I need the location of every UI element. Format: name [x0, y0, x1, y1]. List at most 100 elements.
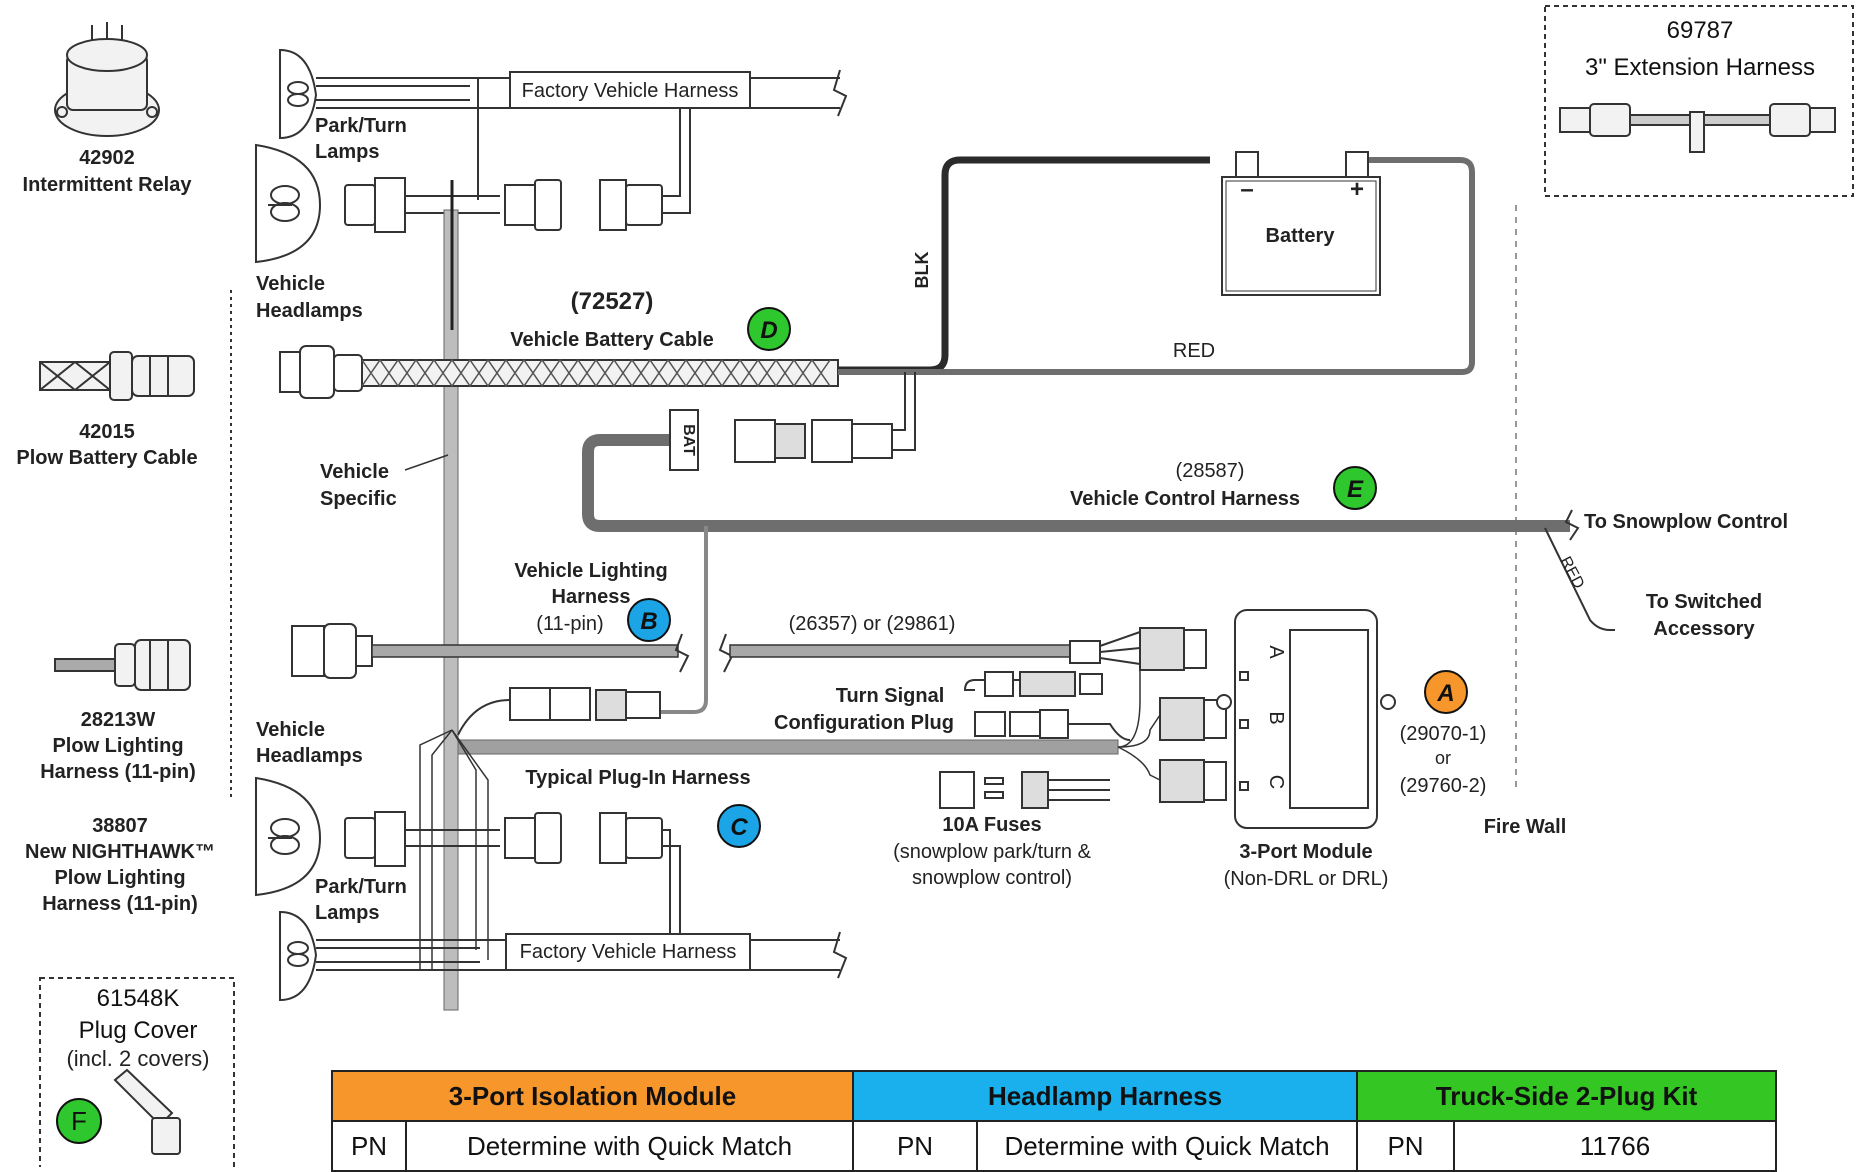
fuses-note-1: (snowplow park/turn &	[893, 841, 1092, 863]
control-harness-wire	[582, 434, 1570, 532]
relay-name: Intermittent Relay	[23, 174, 193, 196]
lighting-break-left	[674, 633, 690, 673]
vehicle-specific-1: Vehicle	[320, 461, 389, 483]
lighting-harness-2: Harness	[552, 586, 631, 608]
lighting-harness-1: Vehicle Lighting	[514, 560, 667, 582]
table-cell: 11766	[1453, 1120, 1777, 1172]
control-harness-break	[1564, 509, 1580, 541]
plug-cover-note: (incl. 2 covers)	[66, 1046, 209, 1071]
nighthawk-name-3: Harness (11-pin)	[42, 893, 198, 915]
park-turn-bottom-2: Lamps	[315, 902, 379, 924]
red-label: RED	[1173, 340, 1215, 362]
lighting-name-2: Harness (11-pin)	[40, 761, 196, 783]
to-switched-1: To Switched	[1646, 591, 1762, 613]
badge-e-letter: E	[1347, 476, 1364, 503]
extension-name: 3" Extension Harness	[1585, 54, 1815, 81]
vehicle-specific-2: Specific	[320, 488, 397, 510]
braided-battery-cable	[361, 359, 839, 387]
badge-c-letter: C	[730, 814, 748, 841]
lighting-pn: 28213W	[81, 709, 156, 731]
top-headlamp	[255, 143, 322, 264]
battery-cable-pn: 42015	[79, 421, 135, 443]
to-snowplow-control: To Snowplow Control	[1584, 511, 1788, 533]
plug-cover-name: Plug Cover	[79, 1017, 198, 1044]
bat-connector	[669, 372, 916, 471]
fuse-holder	[939, 771, 1110, 809]
module-port-c: C	[1265, 775, 1287, 789]
battery	[1221, 151, 1381, 296]
parts-table-row: PN Determine with Quick Match PN Determi…	[331, 1120, 1777, 1172]
lighting-harness-3: (11-pin)	[536, 613, 603, 635]
table-cell: Determine with Quick Match	[976, 1120, 1358, 1172]
module-note: (Non-DRL or DRL)	[1224, 868, 1389, 890]
switched-accessory-wire	[1544, 527, 1615, 631]
lighting-harness-connectors	[1069, 627, 1207, 671]
headlamps-top-2: Headlamps	[256, 300, 363, 322]
plug-in-harness-fanout	[1117, 660, 1161, 781]
intermittent-relay-image	[54, 22, 160, 137]
extension-harness-box	[1544, 5, 1854, 197]
plug-in-harness-mid-connectors	[457, 687, 661, 736]
factory-harness-bottom-label-box	[505, 933, 751, 971]
factory-harness-bottom-label: Factory Vehicle Harness	[520, 941, 737, 963]
module-pn-or: or	[1435, 748, 1451, 768]
to-switched-2: Accessory	[1653, 618, 1755, 640]
table-cell: PN	[331, 1120, 407, 1172]
top-headlamp-connectors	[344, 108, 691, 233]
module-pn-1: (29070-1)	[1400, 723, 1487, 745]
plug-cover-pn: 61548K	[97, 985, 180, 1012]
blk-label: BLK	[912, 252, 932, 289]
top-park-turn-lamp	[279, 48, 318, 140]
control-harness-label: Vehicle Control Harness	[1070, 488, 1300, 510]
fuses-note-2: snowplow control)	[912, 867, 1072, 889]
plug-in-to-control-wire	[660, 526, 708, 714]
badge-a	[1424, 670, 1468, 714]
three-port-module	[1216, 609, 1396, 829]
badge-b	[627, 598, 671, 642]
badge-d	[747, 307, 791, 351]
table-cell: Determine with Quick Match	[405, 1120, 854, 1172]
battery-cable-name: Plow Battery Cable	[16, 447, 197, 469]
bottom-headlamp-connectors	[344, 811, 681, 940]
table-cell: PN	[852, 1120, 978, 1172]
lighting-break-right	[718, 633, 734, 673]
battery-cable-label: Vehicle Battery Cable	[510, 329, 713, 351]
extension-pn: 69787	[1667, 17, 1734, 44]
park-turn-top-1: Park/Turn	[315, 115, 407, 137]
fire-wall-label: Fire Wall	[1484, 816, 1567, 838]
parts-table: 3-Port Isolation Module Headlamp Harness…	[331, 1070, 1777, 1172]
plow-lighting-harness-image	[54, 639, 191, 691]
battery-negative: –	[1240, 176, 1253, 203]
braid-pattern	[361, 358, 831, 388]
park-turn-top-2: Lamps	[315, 141, 379, 163]
plow-battery-cable-image	[39, 351, 195, 401]
badge-f-letter: F	[71, 1106, 87, 1136]
badge-d-letter: D	[760, 317, 777, 344]
badge-f	[56, 1098, 102, 1144]
header-headlamp-harness: Headlamp Harness	[852, 1070, 1358, 1122]
extension-harness-image	[1559, 103, 1836, 153]
battery-positive: +	[1350, 176, 1364, 203]
factory-harness-top-label: Factory Vehicle Harness	[522, 80, 739, 102]
header-isolation-module: 3-Port Isolation Module	[331, 1070, 854, 1122]
lighting-harness-cable-right	[729, 644, 1071, 658]
park-turn-bottom-1: Park/Turn	[315, 876, 407, 898]
lighting-harness-cable-left	[371, 644, 679, 658]
badge-a-letter: A	[1436, 680, 1454, 707]
turn-signal-2: Configuration Plug	[774, 712, 954, 734]
nighthawk-name-1: New NIGHTHAWK™	[25, 841, 215, 863]
plug-cover-image	[113, 1068, 181, 1155]
badge-c	[717, 804, 761, 848]
turn-signal-config-plug	[963, 671, 1131, 741]
headlamps-top-1: Vehicle	[256, 273, 325, 295]
bottom-headlamp	[255, 776, 322, 897]
module-port-a: A	[1265, 645, 1287, 659]
battery-cable-plug	[279, 345, 363, 399]
blk-wire	[838, 156, 1210, 374]
plug-in-harness-label: Typical Plug-In Harness	[525, 767, 750, 789]
bottom-park-turn-lamp	[279, 910, 318, 1002]
vehicle-specific-leader	[404, 454, 449, 471]
parts-table-header-row: 3-Port Isolation Module Headlamp Harness…	[331, 1070, 1777, 1122]
module-port-b: B	[1265, 711, 1287, 724]
